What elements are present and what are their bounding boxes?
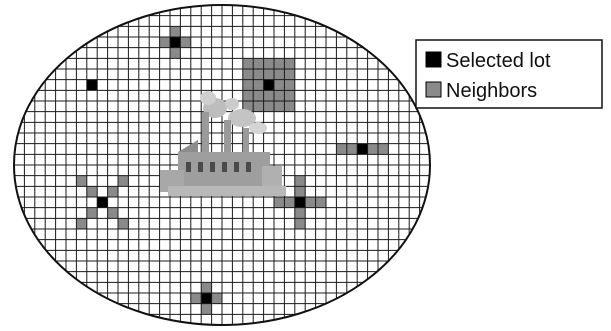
neighbor-lot [274, 197, 284, 208]
selected-lot [97, 197, 107, 208]
neighbor-lot [378, 144, 388, 155]
selected-lot-swatch [426, 52, 441, 67]
selected-lot [264, 80, 274, 91]
legend-label-selected-lot: Selected lot [446, 50, 551, 72]
neighbor-lot [212, 293, 222, 304]
neighbor-lot [201, 282, 211, 293]
neighbor-lot [347, 144, 357, 155]
neighbor-lot [253, 58, 263, 69]
neighbor-lot [284, 90, 294, 101]
neighbor-lot [274, 58, 284, 69]
legend-label-neighbors: Neighbors [446, 80, 537, 102]
neighbor-lot [274, 101, 284, 112]
selected-lot [170, 37, 180, 48]
neighbor-lot [305, 197, 315, 208]
neighbor-lot [253, 69, 263, 80]
neighbor-lot [264, 90, 274, 101]
neighbor-lot [295, 208, 305, 219]
neighbor-lot [284, 69, 294, 80]
selected-lot [295, 197, 305, 208]
selected-lot [201, 293, 211, 304]
neighbor-lot [284, 58, 294, 69]
neighbor-lot [243, 80, 253, 91]
neighbor-lot [274, 90, 284, 101]
neighbor-lot [264, 101, 274, 112]
neighbor-lot [170, 26, 180, 37]
neighbor-lot [243, 90, 253, 101]
neighbor-lot [274, 69, 284, 80]
neighbor-lot [253, 101, 263, 112]
neighbor-lot [118, 176, 128, 187]
neighbor-lot [243, 69, 253, 80]
neighbor-lot [336, 144, 346, 155]
neighbor-lot [284, 80, 294, 91]
selected-lot [87, 80, 97, 91]
neighbor-lot [87, 208, 97, 219]
neighbor-lot [108, 208, 118, 219]
neighbor-lot [316, 197, 326, 208]
neighbor-lot [191, 293, 201, 304]
neighbor-lot [264, 58, 274, 69]
neighbor-lot [253, 90, 263, 101]
neighbor-lot [253, 80, 263, 91]
neighbor-lot [295, 186, 305, 197]
neighbor-lot [368, 144, 378, 155]
neighbor-lot [118, 218, 128, 229]
neighbor-lot [170, 48, 180, 59]
neighbor-lot [295, 218, 305, 229]
legend: Selected lot Neighbors [416, 40, 602, 108]
neighbor-lot [295, 176, 305, 187]
neighbor-lot [180, 37, 190, 48]
neighbors-swatch [426, 82, 441, 97]
selected-lot [357, 144, 367, 155]
neighbor-lot [108, 186, 118, 197]
neighbor-lot [76, 176, 86, 187]
neighbor-lot [201, 304, 211, 315]
neighbor-lot [243, 58, 253, 69]
neighbor-lot [284, 101, 294, 112]
neighbor-lot [76, 218, 86, 229]
neighbor-lot [160, 37, 170, 48]
neighbor-lot [284, 197, 294, 208]
neighbor-lot [264, 69, 274, 80]
neighbor-lot [87, 186, 97, 197]
neighbor-lot [274, 80, 284, 91]
